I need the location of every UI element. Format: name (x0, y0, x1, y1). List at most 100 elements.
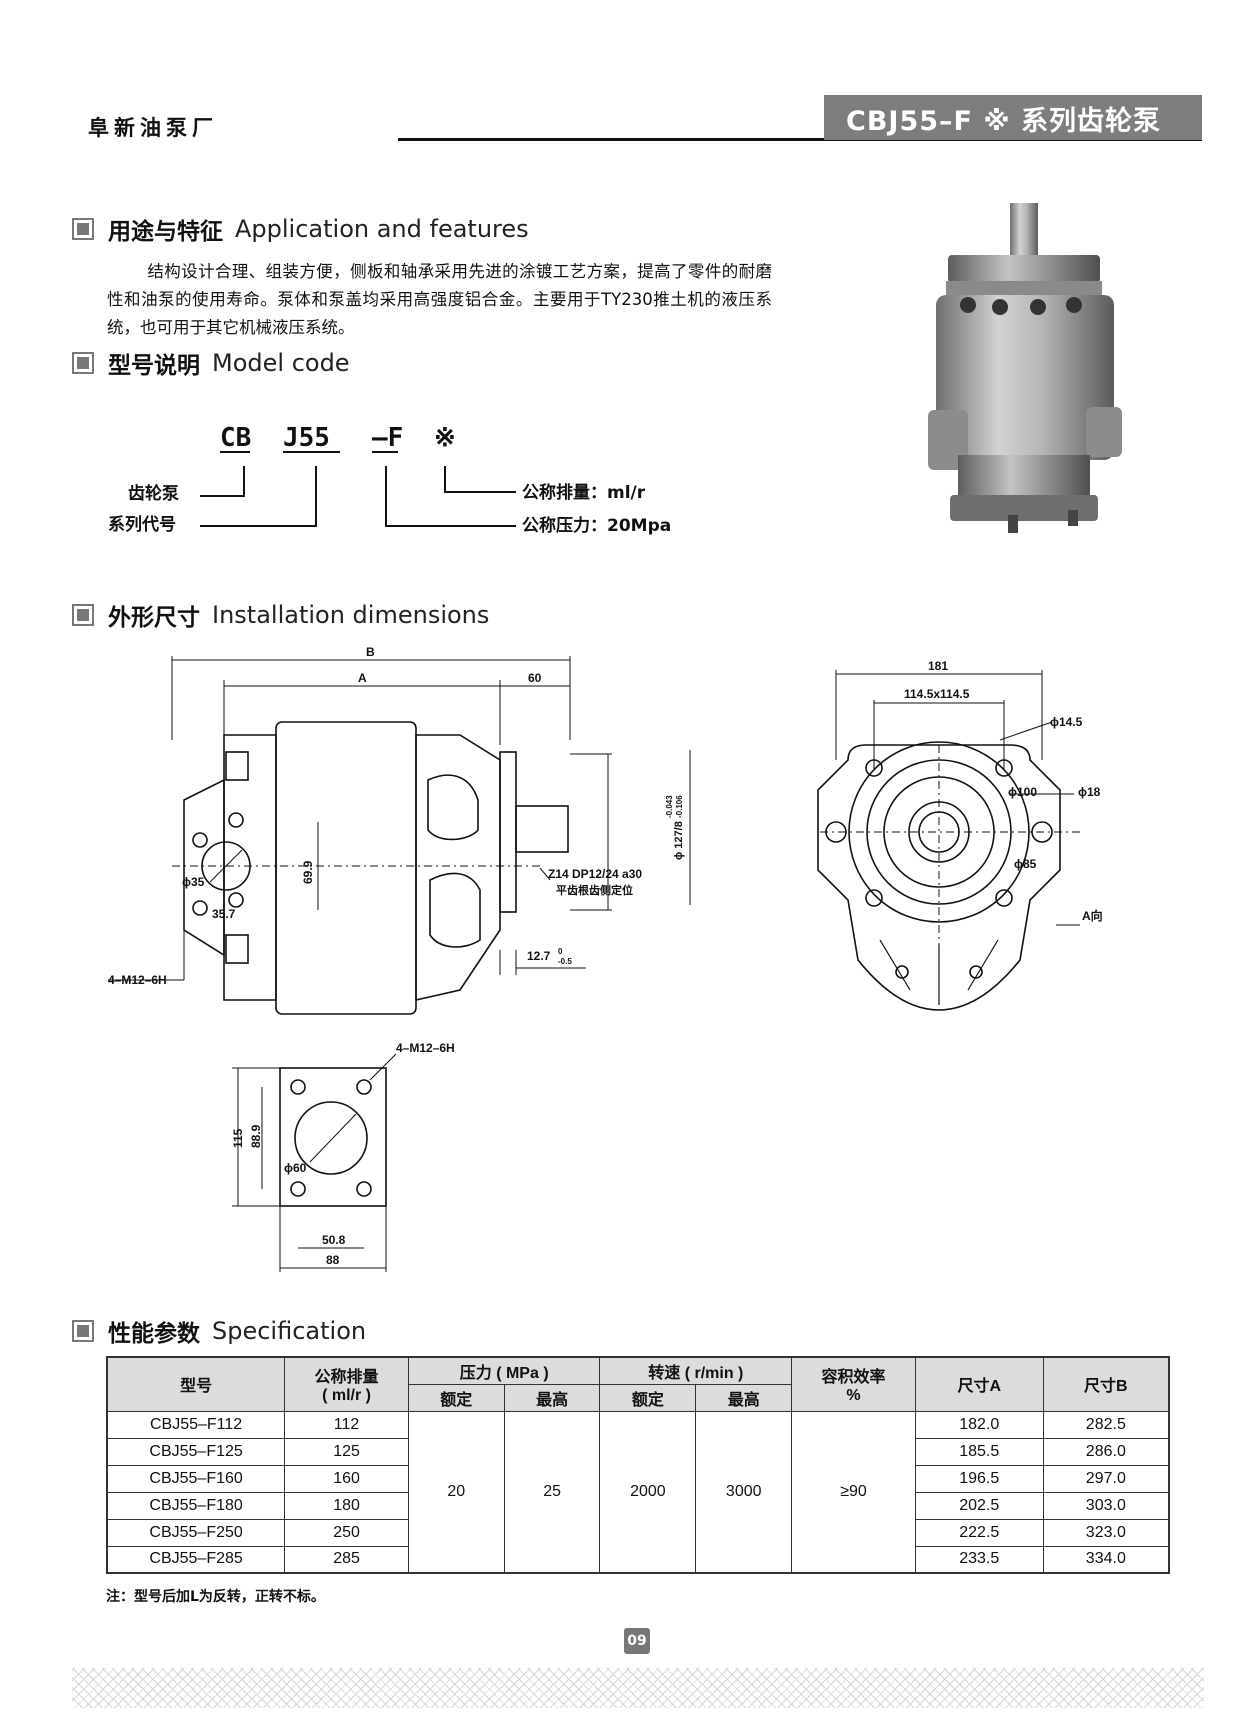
header-efficiency: 容积效率% (791, 1356, 916, 1412)
header-speed-rated: 额定 (599, 1383, 697, 1412)
section-title-cn: 性能参数 (108, 1321, 200, 1347)
dim-phi85: ϕ85 (1014, 857, 1037, 871)
cell-displacement: 285 (284, 1546, 409, 1574)
cell-model: CBJ55–F285 (106, 1546, 286, 1574)
cell-dim-a: 196.5 (914, 1465, 1044, 1493)
cell-model: CBJ55–F160 (106, 1465, 286, 1493)
section-installation: 外形尺寸 Installation dimensions (72, 598, 489, 632)
cell-model: CBJ55–F250 (106, 1519, 286, 1547)
table-row: CBJ55–F160 160 196.5 297.0 (106, 1465, 1170, 1493)
cell-dim-b: 286.0 (1042, 1438, 1170, 1466)
cell-dim-b: 282.5 (1042, 1410, 1170, 1439)
dim-60: 60 (528, 671, 542, 685)
section-spec: 性能参数 Specification (72, 1314, 366, 1348)
application-paragraph: 结构设计合理、组装方便，侧板和轴承采用先进的涂镀工艺方案，提高了零件的耐磨性和油… (107, 258, 772, 342)
dim-tol-n05: -0.5 (558, 957, 572, 966)
cell-pressure-rated: 20 (407, 1410, 505, 1574)
cell-speed-max: 3000 (695, 1410, 793, 1574)
model-code-j55: J55 (283, 423, 330, 453)
dim-spline-note: 平齿根齿侧定位 (556, 883, 633, 897)
cell-model: CBJ55–F112 (106, 1410, 286, 1439)
pump-photo (928, 203, 1122, 533)
cell-efficiency: ≥90 (791, 1410, 916, 1574)
cell-dim-b: 297.0 (1042, 1465, 1170, 1493)
series-title: CBJ55–F ※ 系列齿轮泵 (824, 95, 1202, 140)
dim-35-7: 35.7 (212, 907, 236, 921)
header-rule (398, 138, 1202, 141)
section-title-en: Model code (212, 349, 350, 377)
dim-A: A (358, 671, 367, 685)
dim-50-8: 50.8 (322, 1233, 346, 1247)
section-title-en: Specification (212, 1317, 367, 1345)
header-speed-max: 最高 (695, 1383, 793, 1412)
section-title-en: Installation dimensions (212, 601, 490, 629)
section-application: 用途与特征 Application and features (72, 212, 529, 246)
cell-dim-a: 185.5 (914, 1438, 1044, 1466)
dim-181: 181 (928, 659, 948, 673)
model-code-cb: CB (220, 423, 251, 453)
header-pressure-max: 最高 (503, 1383, 601, 1412)
cell-model: CBJ55–F180 (106, 1492, 286, 1520)
dim-phi35: ϕ35 (182, 875, 205, 889)
header-pressure-rated: 额定 (407, 1383, 505, 1412)
cell-displacement: 160 (284, 1465, 409, 1493)
label-gear-pump: 齿轮泵 (128, 483, 179, 504)
table-row: CBJ55–F285 285 233.5 334.0 (106, 1546, 1170, 1574)
dim-phi60: ϕ60 (284, 1161, 307, 1175)
cell-dim-b: 334.0 (1042, 1546, 1170, 1574)
cell-displacement: 112 (284, 1410, 409, 1439)
application-text: 结构设计合理、组装方便，侧板和轴承采用先进的涂镀工艺方案，提高了零件的耐磨性和油… (107, 262, 772, 337)
section-title-cn: 外形尺寸 (108, 605, 200, 631)
cell-model: CBJ55–F125 (106, 1438, 286, 1466)
dim-115: 115 (231, 1128, 245, 1148)
cell-dim-a: 202.5 (914, 1492, 1044, 1520)
dim-phi18: ϕ18 (1078, 785, 1101, 799)
spec-table: 型号 公称排量( ml/r ) 压力 ( MPa ) 转速 ( r/min ) … (106, 1356, 1170, 1574)
dim-spline: Z14 DP12/24 a30 (548, 867, 642, 881)
label-view-a: A向 (1082, 908, 1103, 923)
label-pressure: 公称压力：20Mpa (522, 515, 671, 536)
section-title-cn: 型号说明 (108, 353, 200, 379)
dim-phi100: ϕ100 (1008, 785, 1037, 799)
cell-displacement: 125 (284, 1438, 409, 1466)
header-displacement: 公称排量( ml/r ) (284, 1356, 409, 1412)
dim-88-9: 88.9 (249, 1124, 263, 1148)
dim-88: 88 (326, 1253, 340, 1267)
section-title-cn: 用途与特征 (108, 219, 223, 245)
table-row: CBJ55–F125 125 185.5 286.0 (106, 1438, 1170, 1466)
cell-dim-a: 222.5 (914, 1519, 1044, 1547)
dim-69-9: 69.9 (301, 860, 315, 884)
cell-speed-rated: 2000 (599, 1410, 697, 1574)
side-view-drawing (108, 656, 691, 1015)
company-name: 阜新油泵厂 (88, 116, 218, 140)
cell-dim-a: 182.0 (914, 1410, 1044, 1439)
dim-phi14-5: ϕ14.5 (1050, 715, 1083, 729)
section-marker-icon (72, 352, 94, 374)
model-code-f: –F (372, 423, 403, 453)
dim-shaft-dia: ϕ 127/8 (673, 821, 685, 860)
front-view-drawing (817, 670, 1080, 1011)
table-row: CBJ55–F112 112 20 25 2000 3000 ≥90 182.0… (106, 1410, 1170, 1574)
model-code-x: ※ (434, 423, 456, 453)
footer-pattern (72, 1668, 1204, 1708)
header-pressure: 压力 ( MPa ) (407, 1356, 601, 1385)
dim-B: B (366, 645, 375, 659)
dim-thread-flange: 4–M12–6H (396, 1041, 455, 1055)
dim-114: 114.5x114.5 (904, 687, 970, 701)
cell-displacement: 180 (284, 1492, 409, 1520)
dim-12-7: 12.7 (527, 949, 551, 963)
table-row: CBJ55–F250 250 222.5 323.0 (106, 1519, 1170, 1547)
dim-tol-0: 0 (558, 947, 563, 956)
section-title-en: Application and features (235, 215, 529, 243)
section-model-code: 型号说明 Model code (72, 346, 350, 380)
header-dim-a: 尺寸A (914, 1356, 1044, 1412)
header-dim-b: 尺寸B (1042, 1356, 1170, 1412)
flange-view-drawing (232, 1053, 397, 1272)
cell-pressure-max: 25 (503, 1410, 601, 1574)
cell-dim-b: 303.0 (1042, 1492, 1170, 1520)
dim-shaft-tol-dn: -0.106 (675, 795, 684, 818)
header-speed: 转速 ( r/min ) (599, 1356, 793, 1385)
section-marker-icon (72, 604, 94, 626)
label-displacement: 公称排量：ml/r (522, 482, 646, 503)
cell-displacement: 250 (284, 1519, 409, 1547)
